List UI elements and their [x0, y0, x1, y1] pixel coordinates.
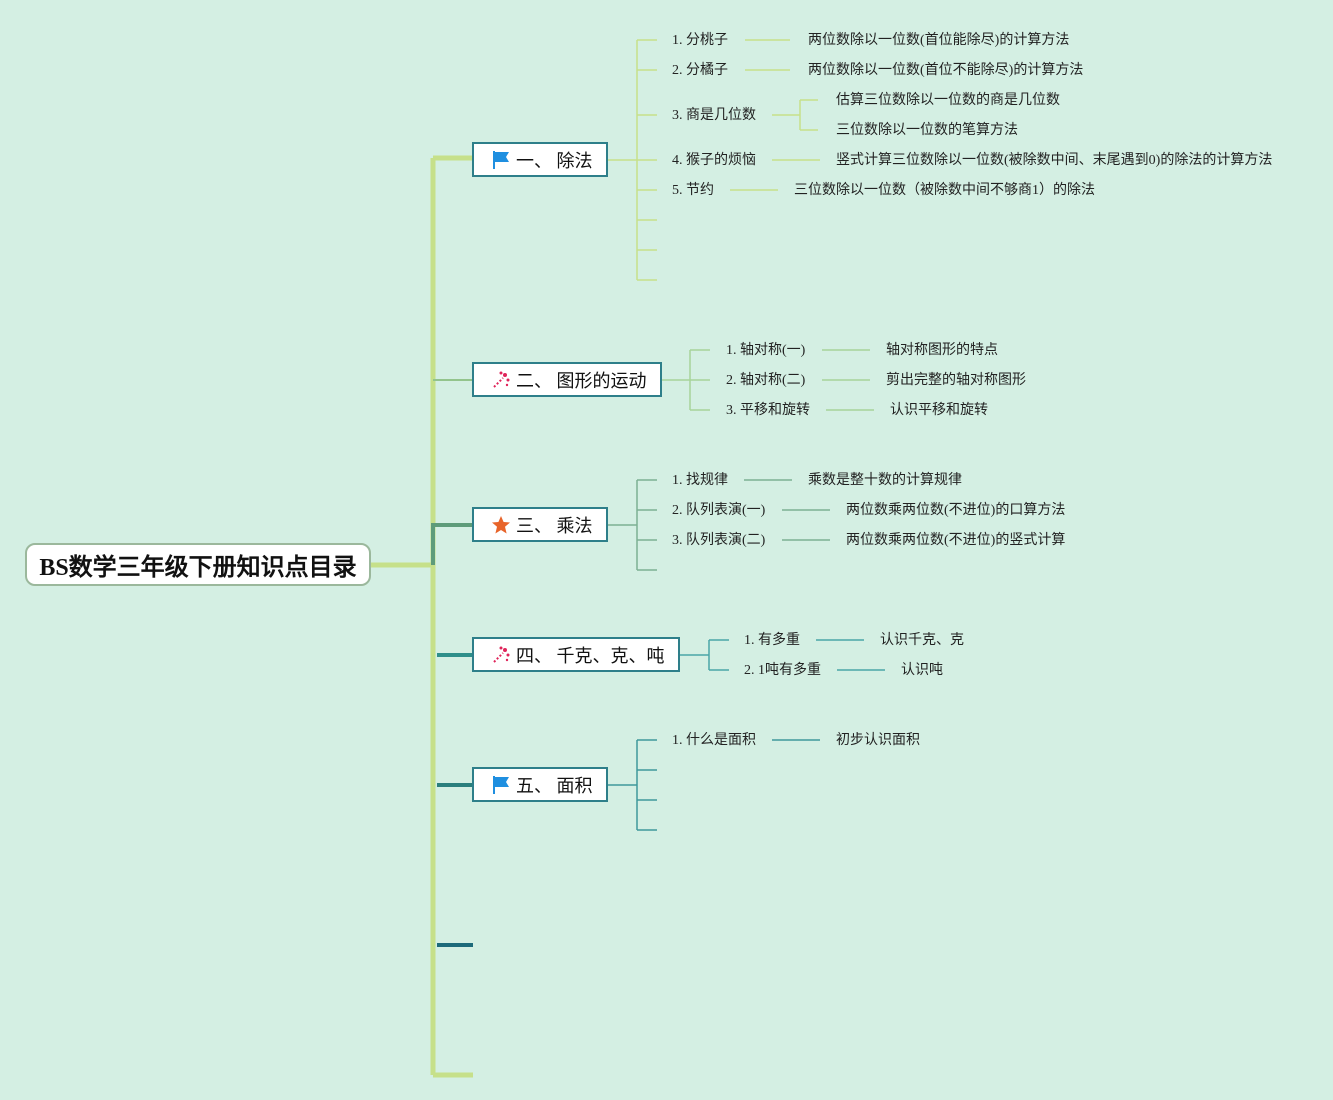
- branch-shape-motion[interactable]: 二、 图形的运动: [472, 362, 662, 397]
- topic-label[interactable]: 4. 猴子的烦恼: [672, 153, 756, 168]
- topic-detail[interactable]: 竖式计算三位数除以一位数(被除数中间、末尾遇到0)的除法的计算方法: [836, 153, 1273, 168]
- branch-2-subtree: [661, 349, 874, 411]
- branch-label: 四、 千克、克、吨: [516, 645, 665, 666]
- topic-label[interactable]: 1. 轴对称(一): [726, 343, 806, 358]
- topic-detail[interactable]: 三位数除以一位数（被除数中间不够商1）的除法: [794, 183, 1095, 198]
- topic-detail[interactable]: 估算三位数除以一位数的商是几位数: [836, 93, 1060, 108]
- topic-detail[interactable]: 两位数乘两位数(不进位)的口算方法: [846, 503, 1066, 518]
- root-topic[interactable]: BS数学三年级下册知识点目录: [25, 543, 371, 586]
- topic-label[interactable]: 1. 找规律: [672, 473, 728, 488]
- topic-detail[interactable]: 两位数乘两位数(不进位)的竖式计算: [846, 533, 1066, 548]
- topic-detail[interactable]: 初步认识面积: [836, 733, 920, 748]
- branch-4-subtree: [679, 639, 885, 671]
- topic-label[interactable]: 2. 轴对称(二): [726, 373, 806, 388]
- branch-5-subtree: [607, 739, 820, 831]
- topic-label[interactable]: 2. 队列表演(一): [672, 503, 766, 518]
- topic-label[interactable]: 3. 平移和旋转: [726, 403, 810, 418]
- topic-detail[interactable]: 乘数是整十数的计算规律: [808, 473, 962, 488]
- topic-detail[interactable]: 认识平移和旋转: [890, 403, 988, 418]
- topic-label[interactable]: 2. 分橘子: [672, 63, 728, 78]
- topic-detail[interactable]: 三位数除以一位数的笔算方法: [836, 123, 1018, 138]
- topic-label[interactable]: 1. 什么是面积: [672, 733, 756, 748]
- branch-label: 三、 乘法: [516, 515, 593, 536]
- topic-label[interactable]: 1. 分桃子: [672, 33, 728, 48]
- branch-multiplication[interactable]: 三、 乘法: [472, 507, 608, 542]
- topic-detail[interactable]: 两位数除以一位数(首位不能除尽)的计算方法: [808, 63, 1084, 78]
- branch-mass-units[interactable]: 四、 千克、克、吨: [472, 637, 680, 672]
- branch-3-link: [431, 523, 473, 565]
- star-icon: [490, 514, 512, 536]
- topic-detail[interactable]: 两位数除以一位数(首位能除尽)的计算方法: [808, 33, 1070, 48]
- branch-label: 五、 面积: [516, 775, 593, 796]
- branch-label: 二、 图形的运动: [516, 370, 647, 391]
- topic-detail[interactable]: 认识千克、克: [880, 633, 964, 648]
- flag-icon: [490, 149, 512, 171]
- topic-detail[interactable]: 认识吨: [901, 663, 943, 678]
- topic-detail[interactable]: 轴对称图形的特点: [886, 343, 998, 358]
- topic-label[interactable]: 2. 1吨有多重: [744, 663, 821, 678]
- branch-area[interactable]: 五、 面积: [472, 767, 608, 802]
- topic-detail[interactable]: 剪出完整的轴对称图形: [886, 373, 1026, 388]
- branch-1-subtree: [607, 39, 820, 281]
- topic-label[interactable]: 1. 有多重: [744, 633, 800, 648]
- sparkle-icon: [490, 369, 512, 391]
- topic-label[interactable]: 3. 队列表演(二): [672, 533, 766, 548]
- topic-label[interactable]: 3. 商是几位数: [672, 108, 756, 123]
- flag-icon: [490, 774, 512, 796]
- topic-label[interactable]: 5. 节约: [672, 183, 714, 198]
- branch-division[interactable]: 一、 除法: [472, 142, 608, 177]
- trunk-line: [371, 155, 473, 1078]
- branch-label: 一、 除法: [516, 150, 593, 171]
- sparkle-icon: [490, 644, 512, 666]
- root-title: BS数学三年级下册知识点目录: [39, 555, 357, 581]
- branch-3-subtree: [607, 479, 830, 571]
